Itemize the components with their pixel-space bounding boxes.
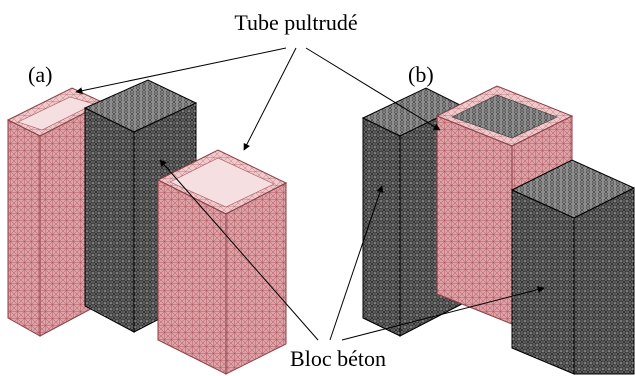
leader-lines — [75, 47, 545, 341]
label-tube-pultrude: Tube pultrudé — [234, 10, 357, 35]
label-panel-a: (a) — [28, 62, 52, 87]
leader-bloc-b-right — [341, 286, 545, 341]
panel-a — [6, 79, 288, 375]
tube-a-right — [156, 149, 288, 375]
label-bloc-beton: Bloc béton — [290, 346, 386, 371]
panel-b — [361, 85, 635, 375]
leader-bloc-a — [159, 159, 319, 341]
label-panel-b: (b) — [408, 62, 434, 87]
leader-bloc-b-left — [329, 185, 384, 341]
leader-tube-b — [305, 47, 441, 131]
bloc-b-right — [510, 159, 635, 375]
leader-tube-a-left — [75, 47, 287, 95]
leader-tube-a-right — [243, 47, 297, 151]
